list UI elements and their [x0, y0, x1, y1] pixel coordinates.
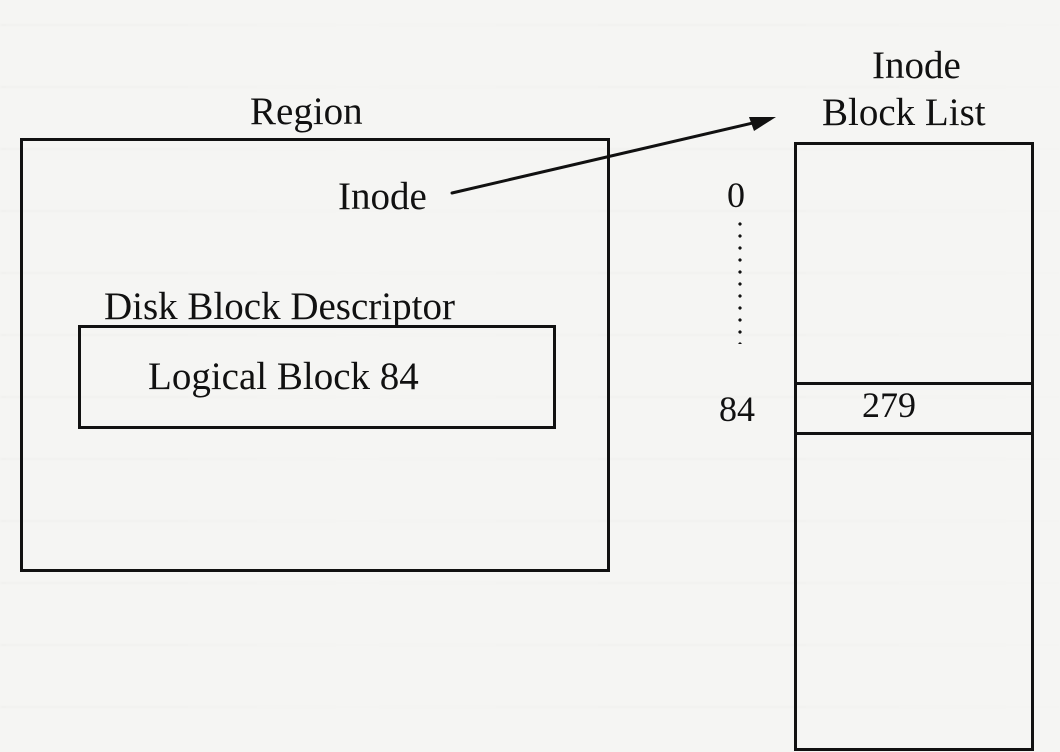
inode-block-list-title-line-1: Inode	[872, 44, 961, 87]
block-list-index-0: 0	[727, 175, 745, 215]
index-ellipsis-dots	[738, 218, 742, 344]
region-title: Region	[250, 90, 363, 133]
region-box	[20, 138, 610, 572]
inode-block-list-box	[794, 142, 1034, 751]
block-list-index-84: 84	[719, 389, 755, 429]
inode-block-list-title-line-2: Block List	[822, 91, 986, 134]
disk-block-descriptor-box	[78, 325, 556, 429]
block-list-row-top-divider	[794, 382, 1034, 385]
disk-block-descriptor-title: Disk Block Descriptor	[104, 285, 455, 328]
block-list-value-279: 279	[862, 385, 916, 425]
arrow-head	[749, 117, 776, 131]
logical-block-label: Logical Block 84	[148, 355, 419, 398]
inode-label: Inode	[338, 175, 427, 218]
block-list-row-bottom-divider	[794, 432, 1034, 435]
